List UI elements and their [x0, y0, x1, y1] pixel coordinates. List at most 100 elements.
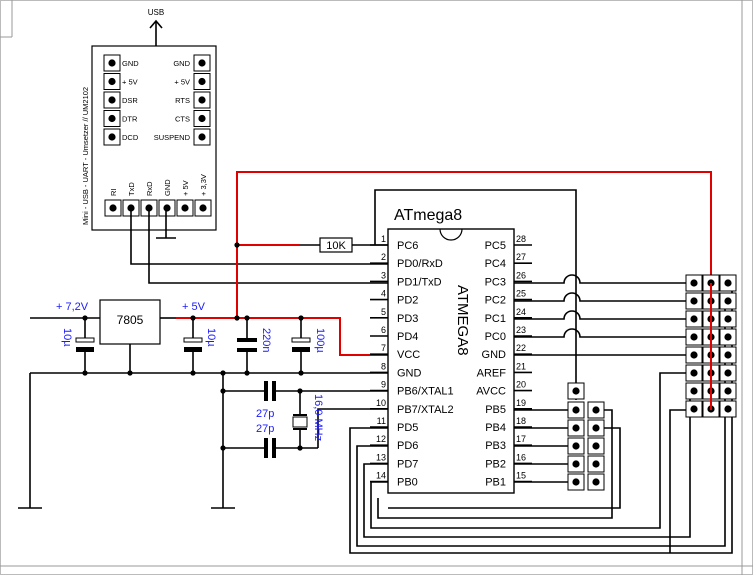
mcu-pin-number: 21: [516, 361, 526, 371]
junction-dot: [220, 445, 226, 451]
module-bottom-pin-label: GND: [163, 179, 172, 196]
module-left-pin: [108, 59, 116, 67]
mcu-pin-name: PC4: [485, 258, 506, 270]
module-right-pin-label: RTS: [175, 96, 190, 105]
mcu-pin-number: 6: [381, 325, 386, 335]
module-right-pin-label: GND: [173, 59, 190, 68]
mcu-pin-name: PD4: [397, 331, 418, 343]
isp-pin: [592, 424, 600, 432]
cap-27p-top: 27p: [256, 381, 276, 420]
isp-pin: [592, 406, 600, 414]
module-left-pin: [108, 133, 116, 141]
vin-label: + 7,2V: [56, 301, 89, 313]
mcu-pin-number: 18: [516, 416, 526, 426]
cap-220n: 220n: [237, 318, 272, 373]
mcu-pin-name: PC0: [485, 331, 506, 343]
right-header-pin: [690, 279, 698, 287]
mcu-pin-name: PB0: [397, 477, 418, 489]
module-right-pin-label: CTS: [175, 115, 190, 124]
isp-header: [567, 382, 605, 491]
cap-27p-top-label: 27p: [256, 408, 274, 420]
mcu-pin-name: PB4: [485, 422, 506, 434]
junction-dot: [220, 388, 226, 394]
isp-pin: [592, 460, 600, 468]
mcu-pin-name: PC2: [485, 295, 506, 307]
mcu-pin-number: 19: [516, 398, 526, 408]
resistor-10k: 10K: [319, 237, 353, 253]
mcu-pin-name: GND: [397, 367, 422, 379]
cap-in-label: 10µ: [61, 328, 73, 347]
mcu-body-text: ATMEGA8: [454, 285, 471, 356]
junction-dot: [298, 315, 304, 321]
module-bottom-pin-label: + 3,3V: [199, 174, 208, 196]
mcu-pin-number: 5: [381, 307, 386, 317]
module-right-pin-label: SUSPEND: [154, 133, 191, 142]
module-right-pin: [198, 133, 206, 141]
mcu-pin-number: 1: [381, 234, 386, 244]
mcu-pin-number: 23: [516, 325, 526, 335]
mcu-pin-number: 3: [381, 270, 386, 280]
junction-dot: [297, 388, 303, 394]
crystal: 16,0 MHz: [292, 394, 324, 441]
mcu-pin-name: PB6/XTAL1: [397, 386, 454, 398]
cap-27p-bottom-label: 27p: [256, 423, 274, 435]
junctions: [82, 242, 304, 451]
mcu-pin-number: 9: [381, 380, 386, 390]
junction-dot: [297, 445, 303, 451]
junction-dot: [234, 315, 240, 321]
right-header-pin: [690, 405, 698, 413]
cap-100u: 100µ: [291, 318, 326, 373]
right-header-pin: [724, 351, 732, 359]
module-left-pin-label: DTR: [122, 115, 138, 124]
right-header-pin: [724, 315, 732, 323]
mcu-name: ATmega8: [394, 207, 462, 224]
isp-pin: [572, 460, 580, 468]
mcu-pin-name: PB7/XTAL2: [397, 404, 454, 416]
mcu-pin-number: 16: [516, 452, 526, 462]
module-left-pin-label: DSR: [122, 96, 138, 105]
mcu-pin-number: 10: [376, 398, 386, 408]
mcu-pin-name: AREF: [477, 367, 507, 379]
cap-10u-out: 10µ: [183, 318, 217, 373]
junction-dot: [220, 370, 226, 376]
right-header-pin: [724, 297, 732, 305]
mcu-pin-name: PD2: [397, 295, 418, 307]
isp-pin: [572, 442, 580, 450]
right-header-pin: [690, 333, 698, 341]
mcu-pin-number: 24: [516, 307, 526, 317]
module-right-pin: [198, 77, 206, 86]
regulator-7805: 7805: [99, 299, 161, 345]
mcu-pin-name: PD3: [397, 313, 418, 325]
vout-label: + 5V: [182, 301, 206, 313]
mcu-pin-number: 8: [381, 361, 386, 371]
mcu-pin-number: 12: [376, 434, 386, 444]
mcu-pin-number: 28: [516, 234, 526, 244]
mcu-pin-number: 25: [516, 289, 526, 299]
crystal-label: 16,0 MHz: [312, 394, 324, 441]
mcu-pin-name: PB3: [485, 440, 506, 452]
mcu-pin-number: 4: [381, 289, 386, 299]
cap-100u-label: 100µ: [314, 328, 326, 353]
wires: [18, 171, 733, 554]
isp-pin: [592, 478, 600, 486]
module-bottom-pin: [181, 204, 189, 212]
regulator-label: 7805: [117, 313, 144, 327]
mcu-pin-name: PC5: [485, 240, 506, 252]
isp-pin: [572, 424, 580, 432]
mcu-pin-number: 14: [376, 471, 386, 481]
mcu-pin-number: 13: [376, 452, 386, 462]
module-left-pin-label: DCD: [122, 133, 139, 142]
module-right-pin: [198, 114, 206, 123]
module-left-pin: [108, 114, 116, 123]
isp-pin: [572, 406, 580, 414]
right-header-pin: [724, 387, 732, 395]
module-bottom-pin-label: RI: [109, 189, 118, 197]
right-header-pin: [690, 297, 698, 305]
junction-dot: [234, 242, 240, 248]
right-header-pin: [724, 405, 732, 413]
junction-dot: [82, 370, 88, 376]
